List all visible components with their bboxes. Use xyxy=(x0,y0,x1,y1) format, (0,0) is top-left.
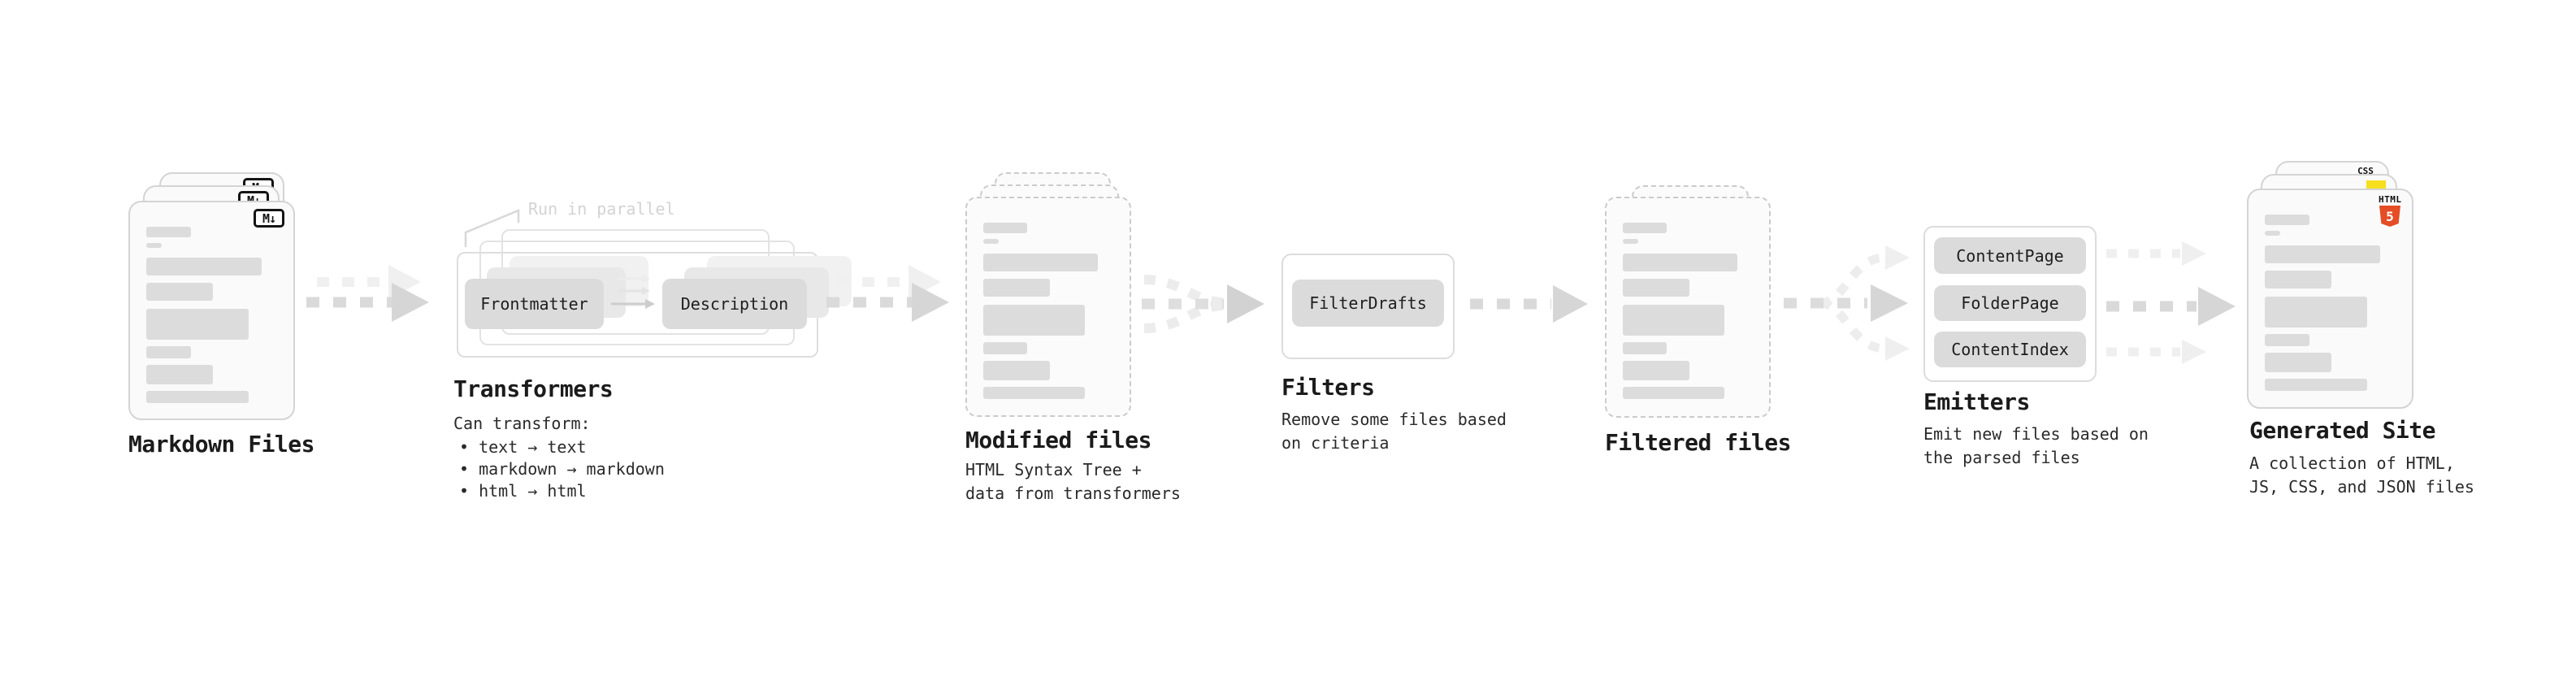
html5-shield: 5 xyxy=(2379,206,2400,227)
text-line-placeholder xyxy=(146,243,163,248)
generated-site-caption: A collection of HTML, JS, CSS, and JSON … xyxy=(2249,452,2474,499)
text-line-placeholder xyxy=(983,279,1050,297)
text-line-placeholder xyxy=(2265,245,2380,263)
transformers-bullet-list: • text → text • markdown → markdown • ht… xyxy=(459,436,665,502)
caption-line: A collection of HTML, xyxy=(2249,453,2455,473)
caption-line: Emit new files based on xyxy=(1923,424,2149,444)
text-line-placeholder xyxy=(983,254,1098,271)
stage-label-filters: Filters xyxy=(1281,374,1375,401)
frontmatter-chip: Frontmatter xyxy=(465,279,604,329)
annotation-leader-line xyxy=(464,209,520,247)
css-icon-label: CSS xyxy=(2357,166,2374,176)
text-line-placeholder xyxy=(146,346,191,358)
text-line-placeholder xyxy=(146,227,191,237)
document-preview xyxy=(1623,223,1753,399)
text-line-placeholder xyxy=(146,309,249,340)
text-line-placeholder xyxy=(1623,254,1737,271)
flow-arrow-icon xyxy=(306,265,429,322)
filterdrafts-chip: FilterDrafts xyxy=(1292,280,1444,327)
document-preview xyxy=(2265,215,2396,391)
text-line-placeholder xyxy=(983,361,1050,380)
text-line-placeholder xyxy=(2265,353,2332,372)
text-line-placeholder xyxy=(1623,342,1667,354)
text-line-placeholder xyxy=(983,239,1000,244)
text-line-placeholder xyxy=(146,391,249,403)
html5-icon: HTML 5 xyxy=(2379,195,2401,227)
caption-line: the parsed files xyxy=(1923,448,2080,467)
markdown-file-card-front: M↓ xyxy=(128,201,295,420)
text-line-placeholder xyxy=(1623,305,1724,336)
stage-label-emitters: Emitters xyxy=(1923,388,2030,415)
description-chip: Description xyxy=(662,279,807,329)
text-line-placeholder xyxy=(1623,279,1689,297)
folderpage-chip: FolderPage xyxy=(1934,285,2086,321)
text-line-placeholder xyxy=(2265,271,2332,288)
stage-label-filtered-files: Filtered files xyxy=(1605,429,1792,456)
text-line-placeholder xyxy=(1623,361,1689,380)
text-line-placeholder xyxy=(983,342,1028,354)
caption-line: HTML Syntax Tree + xyxy=(965,460,1142,479)
transformers-caption-title: Can transform: xyxy=(453,414,591,433)
text-line-placeholder xyxy=(983,223,1028,233)
caption-line: on criteria xyxy=(1281,433,1390,453)
text-line-placeholder xyxy=(2265,231,2281,236)
caption-line: JS, CSS, and JSON files xyxy=(2249,477,2474,497)
text-line-placeholder xyxy=(2265,215,2309,225)
text-line-placeholder xyxy=(2265,379,2367,391)
html5-icon-label: HTML xyxy=(2379,194,2402,205)
html-file-card: HTML 5 xyxy=(2247,189,2413,409)
document-preview xyxy=(146,227,277,403)
modified-files-caption: HTML Syntax Tree + data from transformer… xyxy=(965,458,1181,505)
stage-label-modified-files: Modified files xyxy=(965,427,1152,453)
triple-arrow-icon xyxy=(2106,241,2236,364)
text-line-placeholder xyxy=(146,283,214,301)
text-line-placeholder xyxy=(1623,223,1667,233)
merge-arrow-icon xyxy=(1142,275,1264,333)
caption-line: Remove some files based xyxy=(1281,410,1507,429)
document-preview xyxy=(983,223,1113,399)
text-line-placeholder xyxy=(146,258,262,275)
flow-arrow-icon xyxy=(1470,285,1588,323)
text-line-placeholder xyxy=(146,365,214,384)
stage-label-generated-site: Generated Site xyxy=(2249,417,2436,444)
text-line-placeholder xyxy=(2265,334,2309,346)
bullet-item: • text → text xyxy=(459,437,587,457)
contentpage-chip: ContentPage xyxy=(1934,237,2086,274)
fanout-arrow-icon xyxy=(1784,245,1910,361)
emitters-caption: Emit new files based on the parsed files xyxy=(1923,423,2149,470)
filters-caption: Remove some files based on criteria xyxy=(1281,408,1507,455)
text-line-placeholder xyxy=(1623,239,1639,244)
filtered-file-card-front xyxy=(1605,197,1771,418)
text-line-placeholder xyxy=(983,305,1085,336)
text-line-placeholder xyxy=(1623,387,1724,399)
flow-arrow-icon xyxy=(826,265,949,322)
run-in-parallel-note: Run in parallel xyxy=(528,199,675,219)
bullet-item: • html → html xyxy=(459,481,587,501)
contentindex-chip: ContentIndex xyxy=(1934,332,2086,367)
bullet-item: • markdown → markdown xyxy=(459,459,665,479)
text-line-placeholder xyxy=(983,387,1085,399)
parallel-arrows-icon xyxy=(611,275,655,309)
text-line-placeholder xyxy=(2265,297,2367,327)
caption-line: data from transformers xyxy=(965,484,1181,503)
modified-file-card-front xyxy=(965,197,1131,417)
javascript-icon xyxy=(2366,180,2386,191)
stage-label-transformers: Transformers xyxy=(453,375,614,402)
stage-label-markdown-files: Markdown Files xyxy=(128,431,315,458)
markdown-icon: M↓ xyxy=(254,209,284,228)
